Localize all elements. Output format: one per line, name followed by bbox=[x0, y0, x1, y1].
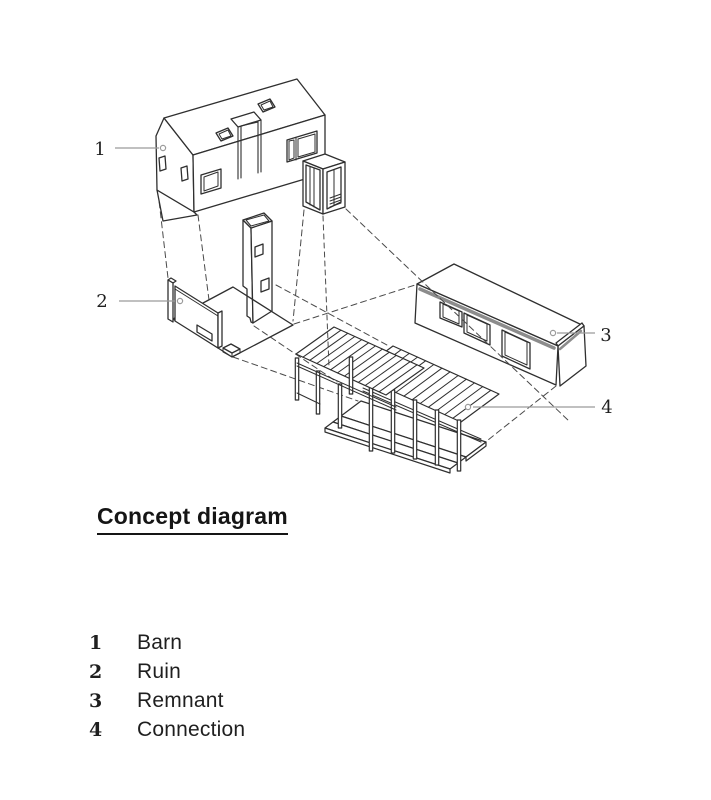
deck-end-face bbox=[465, 441, 487, 462]
legend-label: Ruin bbox=[137, 660, 181, 683]
deck-base bbox=[324, 427, 451, 474]
ruin-wall-return bbox=[217, 310, 223, 349]
barn-roof-notch bbox=[230, 111, 262, 128]
projection-line bbox=[292, 209, 305, 322]
diagram-title: Concept diagram bbox=[97, 503, 288, 535]
legend-item-barn: 1 Barn bbox=[89, 631, 245, 654]
leader-dot bbox=[159, 144, 167, 152]
ruin-drawing bbox=[167, 277, 294, 358]
barn-gable-window bbox=[158, 155, 167, 172]
pergola-post bbox=[456, 419, 462, 472]
legend-number: 4 bbox=[89, 719, 103, 741]
tower-hole bbox=[260, 277, 270, 293]
ruin-block bbox=[222, 343, 241, 354]
legend-number: 3 bbox=[89, 690, 103, 712]
barn-front-window-frame bbox=[203, 171, 219, 192]
connection-drawing bbox=[294, 215, 500, 474]
annex-door-lines bbox=[309, 166, 315, 208]
projection-line bbox=[275, 284, 388, 346]
barn-window-band-frame bbox=[297, 133, 316, 158]
leader-3 bbox=[549, 329, 595, 337]
barn-skylight-frame bbox=[260, 100, 274, 111]
barn-drawing bbox=[155, 78, 346, 222]
pergola-post bbox=[434, 409, 440, 466]
legend-label: Connection bbox=[137, 718, 246, 741]
barn-gable-window bbox=[180, 165, 189, 182]
remnant-fascia-stripe bbox=[418, 287, 583, 351]
legend-item-ruin: 2 Ruin bbox=[89, 660, 245, 683]
legend-item-remnant: 3 Remnant bbox=[89, 689, 245, 712]
legend-number: 2 bbox=[89, 661, 103, 683]
marker-number-1: 1 bbox=[94, 139, 105, 160]
projection-lines-front bbox=[345, 208, 570, 441]
remnant-window-frame bbox=[504, 331, 528, 366]
leader-4 bbox=[464, 403, 595, 411]
concept-diagram-canvas: 1 2 3 4 bbox=[94, 78, 613, 474]
pergola-post bbox=[412, 399, 418, 460]
marker-number-3: 3 bbox=[600, 325, 611, 346]
remnant-window-frame bbox=[466, 314, 488, 342]
marker-numbers: 1 2 3 4 bbox=[94, 139, 612, 418]
leader-1 bbox=[115, 144, 167, 152]
pergola-left-posts bbox=[294, 356, 397, 429]
projection-line bbox=[345, 208, 570, 422]
ruin-wall-thickness bbox=[174, 288, 219, 317]
legend-item-connection: 4 Connection bbox=[89, 718, 246, 741]
marker-number-2: 2 bbox=[96, 291, 107, 312]
legend-label: Remnant bbox=[137, 689, 224, 712]
leader-lines bbox=[115, 144, 595, 411]
pergola-post bbox=[294, 357, 300, 401]
leader-dot bbox=[464, 403, 472, 411]
pergola-post bbox=[368, 378, 374, 452]
ruin-block-sides bbox=[222, 347, 241, 358]
annex-front-opening bbox=[305, 164, 321, 211]
tower-top-opening bbox=[245, 214, 270, 227]
projection-line bbox=[487, 385, 557, 441]
barn-window-band-frame bbox=[288, 139, 295, 161]
tower-right-face bbox=[250, 220, 273, 324]
legend-label: Barn bbox=[137, 631, 183, 654]
pergola-post bbox=[348, 356, 354, 395]
projection-line bbox=[293, 284, 416, 325]
tower-top bbox=[242, 212, 273, 229]
pergola-rail bbox=[296, 362, 397, 411]
tower-drawing bbox=[242, 212, 273, 324]
pergola-post bbox=[315, 370, 321, 415]
pergola-post bbox=[390, 389, 396, 454]
marker-number-4: 4 bbox=[601, 397, 612, 418]
tower-hole bbox=[254, 243, 264, 258]
canopy-beam bbox=[362, 387, 482, 443]
legend: 1 Barn 2 Ruin 3 Remnant 4 Connection bbox=[89, 631, 245, 747]
legend-number: 1 bbox=[89, 632, 103, 654]
ruin-wall-slot bbox=[196, 324, 213, 342]
leader-dot bbox=[176, 297, 184, 305]
leader-2 bbox=[119, 297, 184, 305]
barn-slot-jambs bbox=[237, 119, 262, 180]
projection-line bbox=[197, 214, 210, 301]
canopy-slats bbox=[302, 329, 418, 393]
annex-stairs bbox=[329, 193, 342, 208]
leader-dot bbox=[549, 329, 557, 337]
remnant-window-frame bbox=[442, 303, 460, 325]
barn-front-window bbox=[200, 168, 222, 195]
projection-line-through-canopy bbox=[322, 215, 330, 368]
pergola-post bbox=[337, 383, 343, 429]
barn-skylight-frame bbox=[218, 129, 232, 140]
